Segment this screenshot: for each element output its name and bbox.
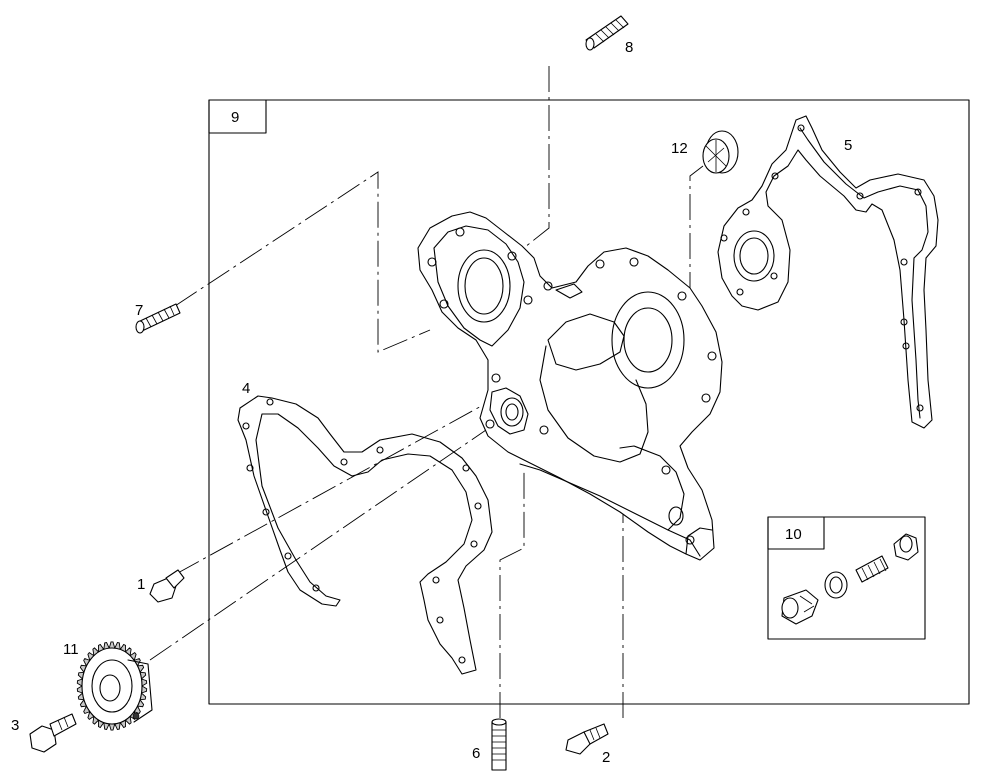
- callout-10: 10: [785, 526, 802, 543]
- relief-valve-set-part-10: [781, 533, 919, 625]
- assembly-frame-9: [208, 99, 970, 705]
- callout-8: 8: [625, 39, 633, 56]
- callout-2: 2: [602, 749, 610, 766]
- gasket-part-4: [237, 395, 493, 675]
- callout-5: 5: [844, 137, 852, 154]
- bolt-part-1: [149, 569, 185, 603]
- subassembly-frame-10: [767, 516, 926, 640]
- callout-9: 9: [231, 109, 239, 126]
- callout-1: 1: [137, 576, 145, 593]
- gear-part-11: [76, 641, 153, 731]
- stud-part-8: [585, 15, 629, 51]
- gasket-part-5: [717, 115, 939, 429]
- stud-part-7: [135, 303, 181, 334]
- stud-part-6: [491, 718, 507, 771]
- oil-seal-part-12: [702, 130, 739, 174]
- callout-3: 3: [11, 717, 19, 734]
- callout-12: 12: [671, 140, 688, 157]
- label-box-9: [208, 99, 267, 134]
- bolt-part-3: [29, 713, 77, 753]
- timing-cover-housing: [417, 211, 723, 561]
- callout-11: 11: [63, 641, 79, 658]
- callout-4: 4: [242, 380, 250, 397]
- label-box-10: [767, 516, 825, 550]
- callout-6: 6: [472, 745, 480, 762]
- callout-7: 7: [135, 302, 143, 319]
- fitting-part-2: [565, 723, 609, 755]
